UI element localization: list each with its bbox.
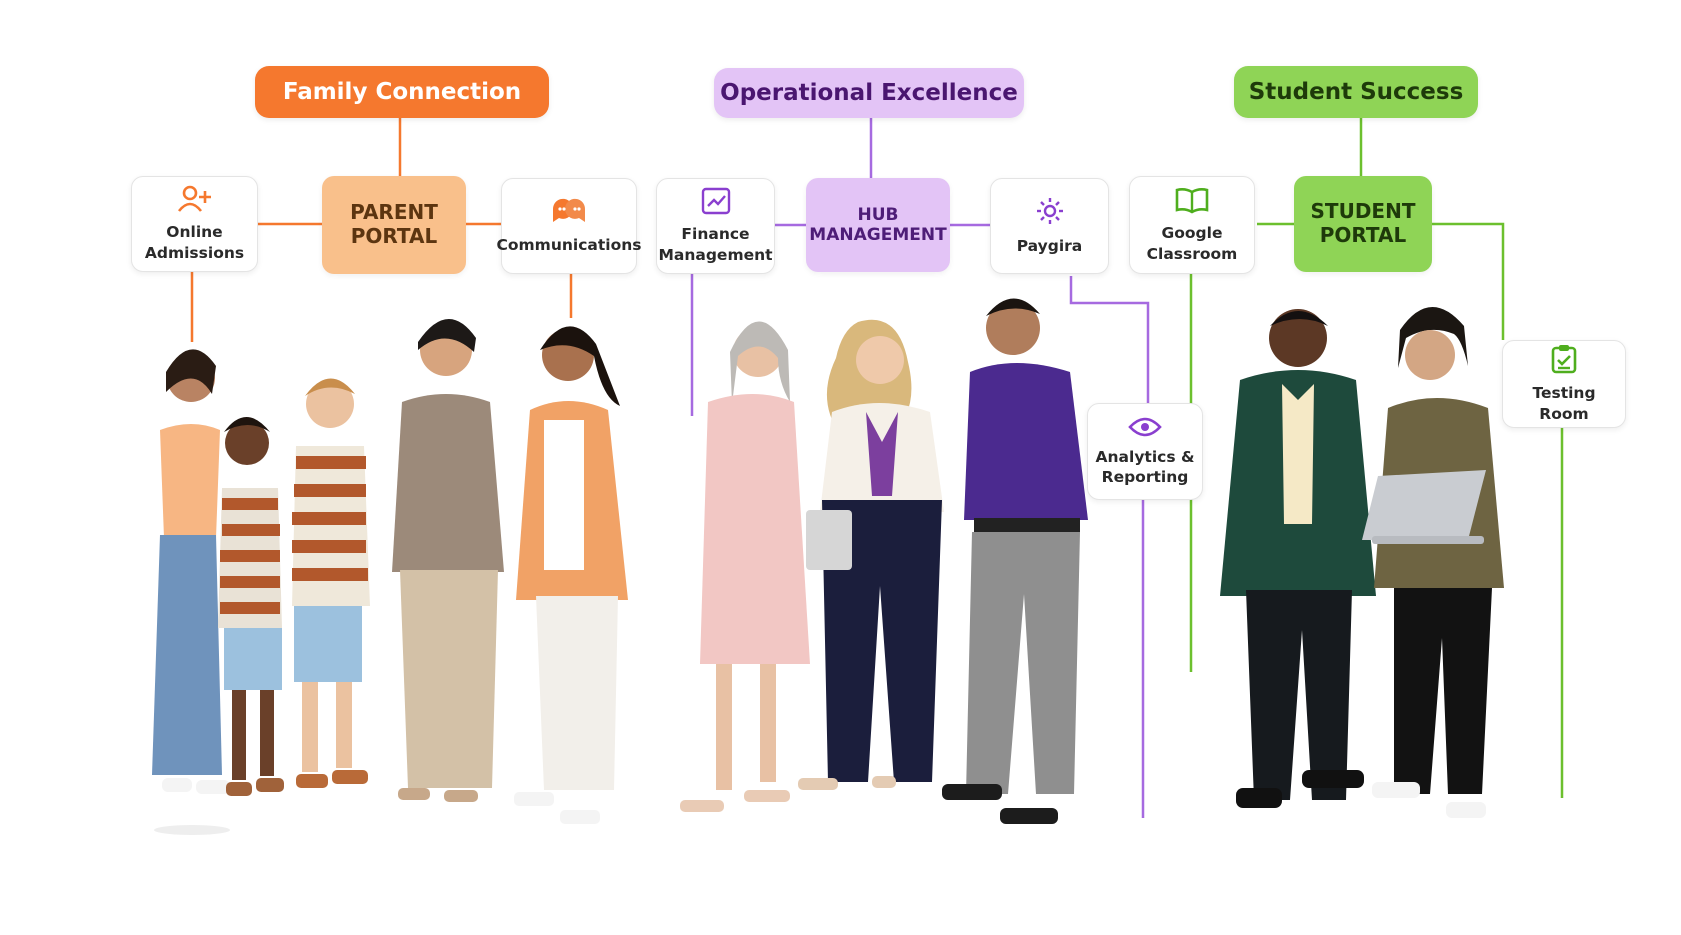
module-communications[interactable]: Communications <box>501 178 637 274</box>
person-man-purple-polo <box>942 298 1088 824</box>
hub-management[interactable]: HUB MANAGEMENT <box>806 178 950 272</box>
person-curly-woman <box>798 320 944 790</box>
module-label: Online Admissions <box>145 222 244 262</box>
hub-parent-portal[interactable]: PARENT PORTAL <box>322 176 466 274</box>
person-girl-left <box>152 349 230 835</box>
module-label: Paygira <box>1017 236 1083 256</box>
pillar-student-success[interactable]: Student Success <box>1234 66 1478 118</box>
user-plus-icon <box>177 185 213 218</box>
module-online-admissions[interactable]: Online Admissions <box>131 176 258 272</box>
module-label: Testing Room <box>1507 383 1621 423</box>
eye-icon <box>1128 416 1162 443</box>
module-finance-management[interactable]: Finance Management <box>656 178 775 274</box>
person-gray-haired-woman <box>680 321 810 812</box>
hub-student-portal[interactable]: STUDENT PORTAL <box>1294 176 1432 272</box>
person-boy-tall <box>292 378 370 788</box>
module-label: Analytics & Reporting <box>1096 447 1195 487</box>
person-young-man-laptop <box>1362 307 1504 818</box>
book-icon <box>1175 186 1209 219</box>
module-google-classroom[interactable]: Google Classroom <box>1129 176 1255 274</box>
sun-icon <box>1035 196 1065 231</box>
module-label: Google Classroom <box>1147 223 1238 263</box>
module-paygira[interactable]: Paygira <box>990 178 1109 274</box>
person-teen-girl <box>514 326 628 824</box>
module-testing-room[interactable]: Testing Room <box>1502 340 1626 428</box>
person-boy-small <box>218 417 284 796</box>
chat-bubbles-icon <box>551 197 587 230</box>
module-analytics-reporting[interactable]: Analytics & Reporting <box>1087 403 1203 500</box>
chart-trend-icon <box>701 187 731 220</box>
person-parent-woman <box>392 319 504 802</box>
person-man-green-suit <box>1220 309 1376 808</box>
pillar-family-connection[interactable]: Family Connection <box>255 66 549 118</box>
pillar-operational-excellence[interactable]: Operational Excellence <box>714 68 1024 118</box>
module-label: Communications <box>497 235 642 255</box>
module-label: Finance Management <box>658 224 772 264</box>
connector-line <box>1071 276 1148 403</box>
checklist-icon <box>1551 344 1577 379</box>
